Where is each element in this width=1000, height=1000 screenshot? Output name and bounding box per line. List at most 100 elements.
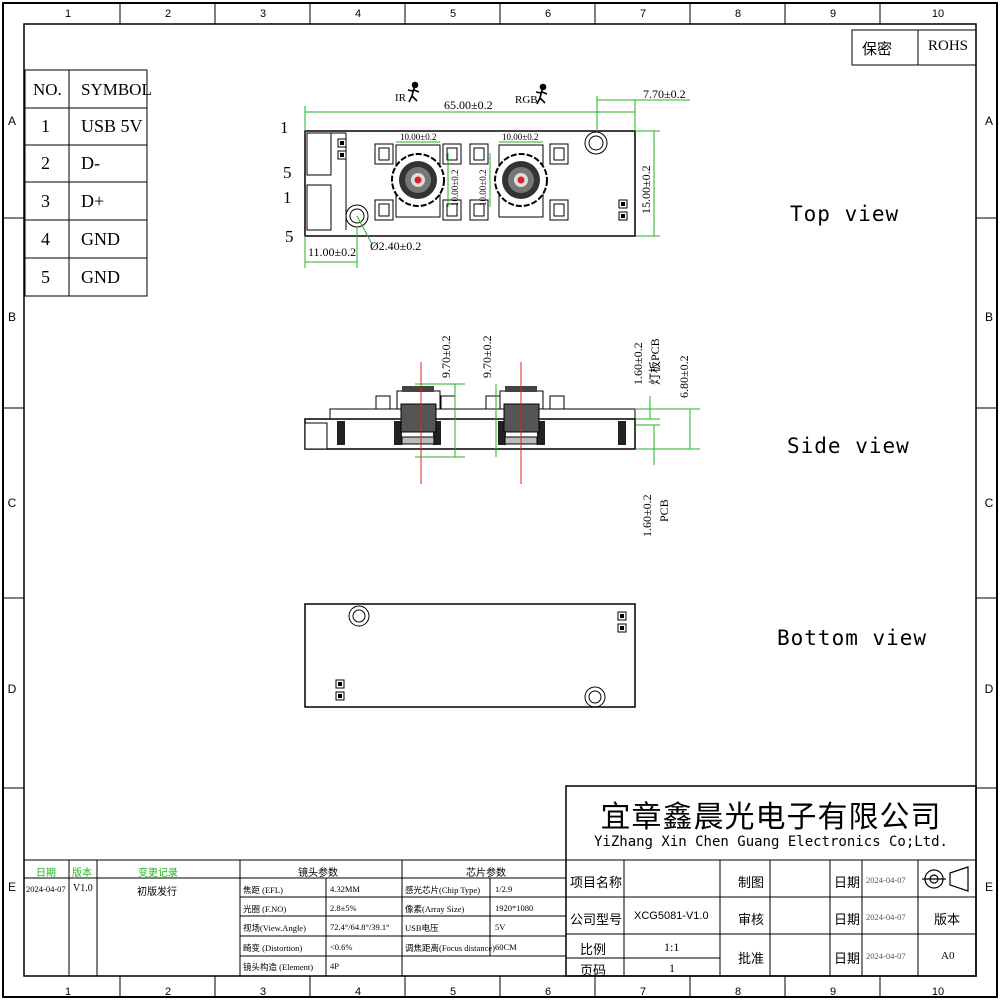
rgb-lens-module: [469, 143, 569, 221]
date-value-1: 2024-04-07: [866, 875, 906, 885]
zone-col-9: 9: [829, 8, 837, 20]
pin-symbol-3: D+: [81, 190, 105, 211]
pin-no-4: 4: [41, 228, 50, 249]
chip-params-title: 芯片参数: [466, 868, 506, 879]
chip-param-name: 感光芯片(Chip Type): [405, 885, 481, 895]
zone-col-8-bottom: 8: [734, 986, 742, 998]
zone-row-a-right: A: [984, 114, 993, 128]
zone-row-e: E: [7, 880, 16, 894]
side-view-label: Side view: [787, 434, 910, 458]
zone-col-4-bottom: 4: [354, 986, 362, 998]
model-label: 公司型号: [570, 912, 623, 927]
zone-col-4: 4: [354, 8, 362, 20]
date-value-2: 2024-04-07: [866, 912, 906, 922]
rev-version: V1.0: [73, 883, 93, 894]
zone-row-c: C: [7, 496, 17, 510]
pin-no-5: 5: [41, 266, 50, 287]
zone-col-2-bottom: 2: [164, 986, 172, 998]
lens-param-name: 畸变 (Distortion): [243, 943, 303, 953]
rgb-person-icon: [535, 83, 548, 105]
pin-no-1: 1: [41, 115, 50, 136]
lens-param-name: 视场(View.Angle): [243, 923, 306, 933]
zone-row-c-right: C: [984, 496, 994, 510]
zone-col-1: 1: [64, 8, 72, 20]
chip-param-name: USB电压: [405, 923, 439, 933]
secret-label: 保密: [862, 42, 893, 58]
pin-header-no: NO.: [33, 80, 62, 99]
side-view-dimensions: [415, 383, 700, 465]
rev-header-version: 版本: [72, 868, 92, 879]
zone-col-7-bottom: 7: [639, 986, 647, 998]
scale-value: 1:1: [664, 940, 680, 954]
zone-col-9-bottom: 9: [829, 986, 837, 998]
ir-person-icon: [407, 81, 420, 103]
lens-param-value: 72.4°/64.8°/39.1°: [330, 922, 390, 932]
date-label-1: 日期: [834, 875, 861, 890]
page-value: 1: [669, 961, 675, 975]
zone-row-b-right: B: [984, 310, 993, 324]
approve-label: 批准: [738, 951, 765, 966]
company-name-en: YiZhang Xin Chen Guang Electronics Co;Lt…: [593, 834, 948, 850]
date-value-3: 2024-04-07: [866, 951, 906, 961]
zone-col-6: 6: [544, 8, 552, 20]
chip-param-name: 调焦距离(Focus distance): [405, 943, 495, 953]
version-label: 版本: [934, 912, 961, 927]
pin-symbol-1: USB 5V: [81, 115, 143, 136]
side-view-centerlines: [420, 362, 522, 484]
zone-row-e-right: E: [984, 880, 993, 894]
pin-header-symbol: SYMBOL: [81, 80, 152, 99]
check-label: 审核: [738, 912, 765, 927]
bottom-view-label: Bottom view: [777, 626, 928, 650]
date-label-2: 日期: [834, 912, 861, 927]
top-view-label: Top view: [790, 202, 900, 226]
zone-col-3: 3: [259, 8, 267, 20]
lens-param-value: 4P: [330, 961, 339, 971]
scale-label: 比例: [580, 942, 607, 957]
zone-col-8: 8: [734, 8, 742, 20]
rohs-label: ROHS: [928, 38, 969, 54]
lens-param-name: 镜头构造 (Element): [243, 962, 314, 972]
chip-param-value: 60CM: [495, 942, 517, 952]
zone-col-10-bottom: 10: [931, 986, 945, 998]
draw-label: 制图: [738, 875, 765, 890]
title-block-grid: [24, 785, 977, 977]
date-label-3: 日期: [834, 951, 861, 966]
zone-row-d: D: [7, 682, 17, 696]
zone-col-3-bottom: 3: [259, 986, 267, 998]
rev-header-changes: 变更记录: [138, 868, 178, 879]
lens-param-value: 4.32MM: [330, 884, 360, 894]
lens-param-name: 光圈 (F.NO): [243, 904, 287, 914]
version-value: A0: [941, 950, 955, 962]
pin-symbol-2: D-: [81, 152, 100, 173]
chip-param-value: 5V: [495, 922, 506, 932]
zone-row-b: B: [7, 310, 16, 324]
lens-param-value: 2.8±5%: [330, 903, 357, 913]
lens-param-value: <0.6%: [330, 942, 353, 952]
projection-symbol-icon: [922, 866, 969, 892]
zone-col-5-bottom: 5: [449, 986, 457, 998]
lens-param-name: 焦距 (EFL): [243, 885, 283, 895]
pin-no-3: 3: [41, 190, 50, 211]
top-view-dimensions: [304, 96, 690, 268]
pin-symbol-5: GND: [81, 266, 120, 287]
rev-header-date: 日期: [36, 868, 56, 879]
rev-note: 初版发行: [137, 887, 177, 898]
chip-param-value: 1/2.9: [495, 884, 513, 894]
bottom-view-board: [304, 603, 636, 708]
zone-row-d-right: D: [984, 682, 994, 696]
pin-table-grid: [24, 69, 148, 297]
model-value: XCG5081-V1.0: [634, 910, 709, 922]
zone-col-5: 5: [449, 8, 457, 20]
project-label: 项目名称: [570, 875, 623, 890]
rev-date: 2024-04-07: [26, 884, 66, 894]
corner-box: [851, 29, 977, 66]
ir-lens-module: [374, 143, 462, 221]
zone-col-6-bottom: 6: [544, 986, 552, 998]
chip-param-value: 1920*1080: [495, 903, 534, 913]
company-name-cn: 宜章鑫晨光电子有限公司: [600, 800, 942, 835]
chip-param-name: 像素(Array Size): [405, 904, 465, 914]
page-label: 页码: [580, 963, 607, 978]
lens-params-title: 镜头参数: [298, 868, 338, 879]
zone-ticks: [3, 3, 997, 997]
